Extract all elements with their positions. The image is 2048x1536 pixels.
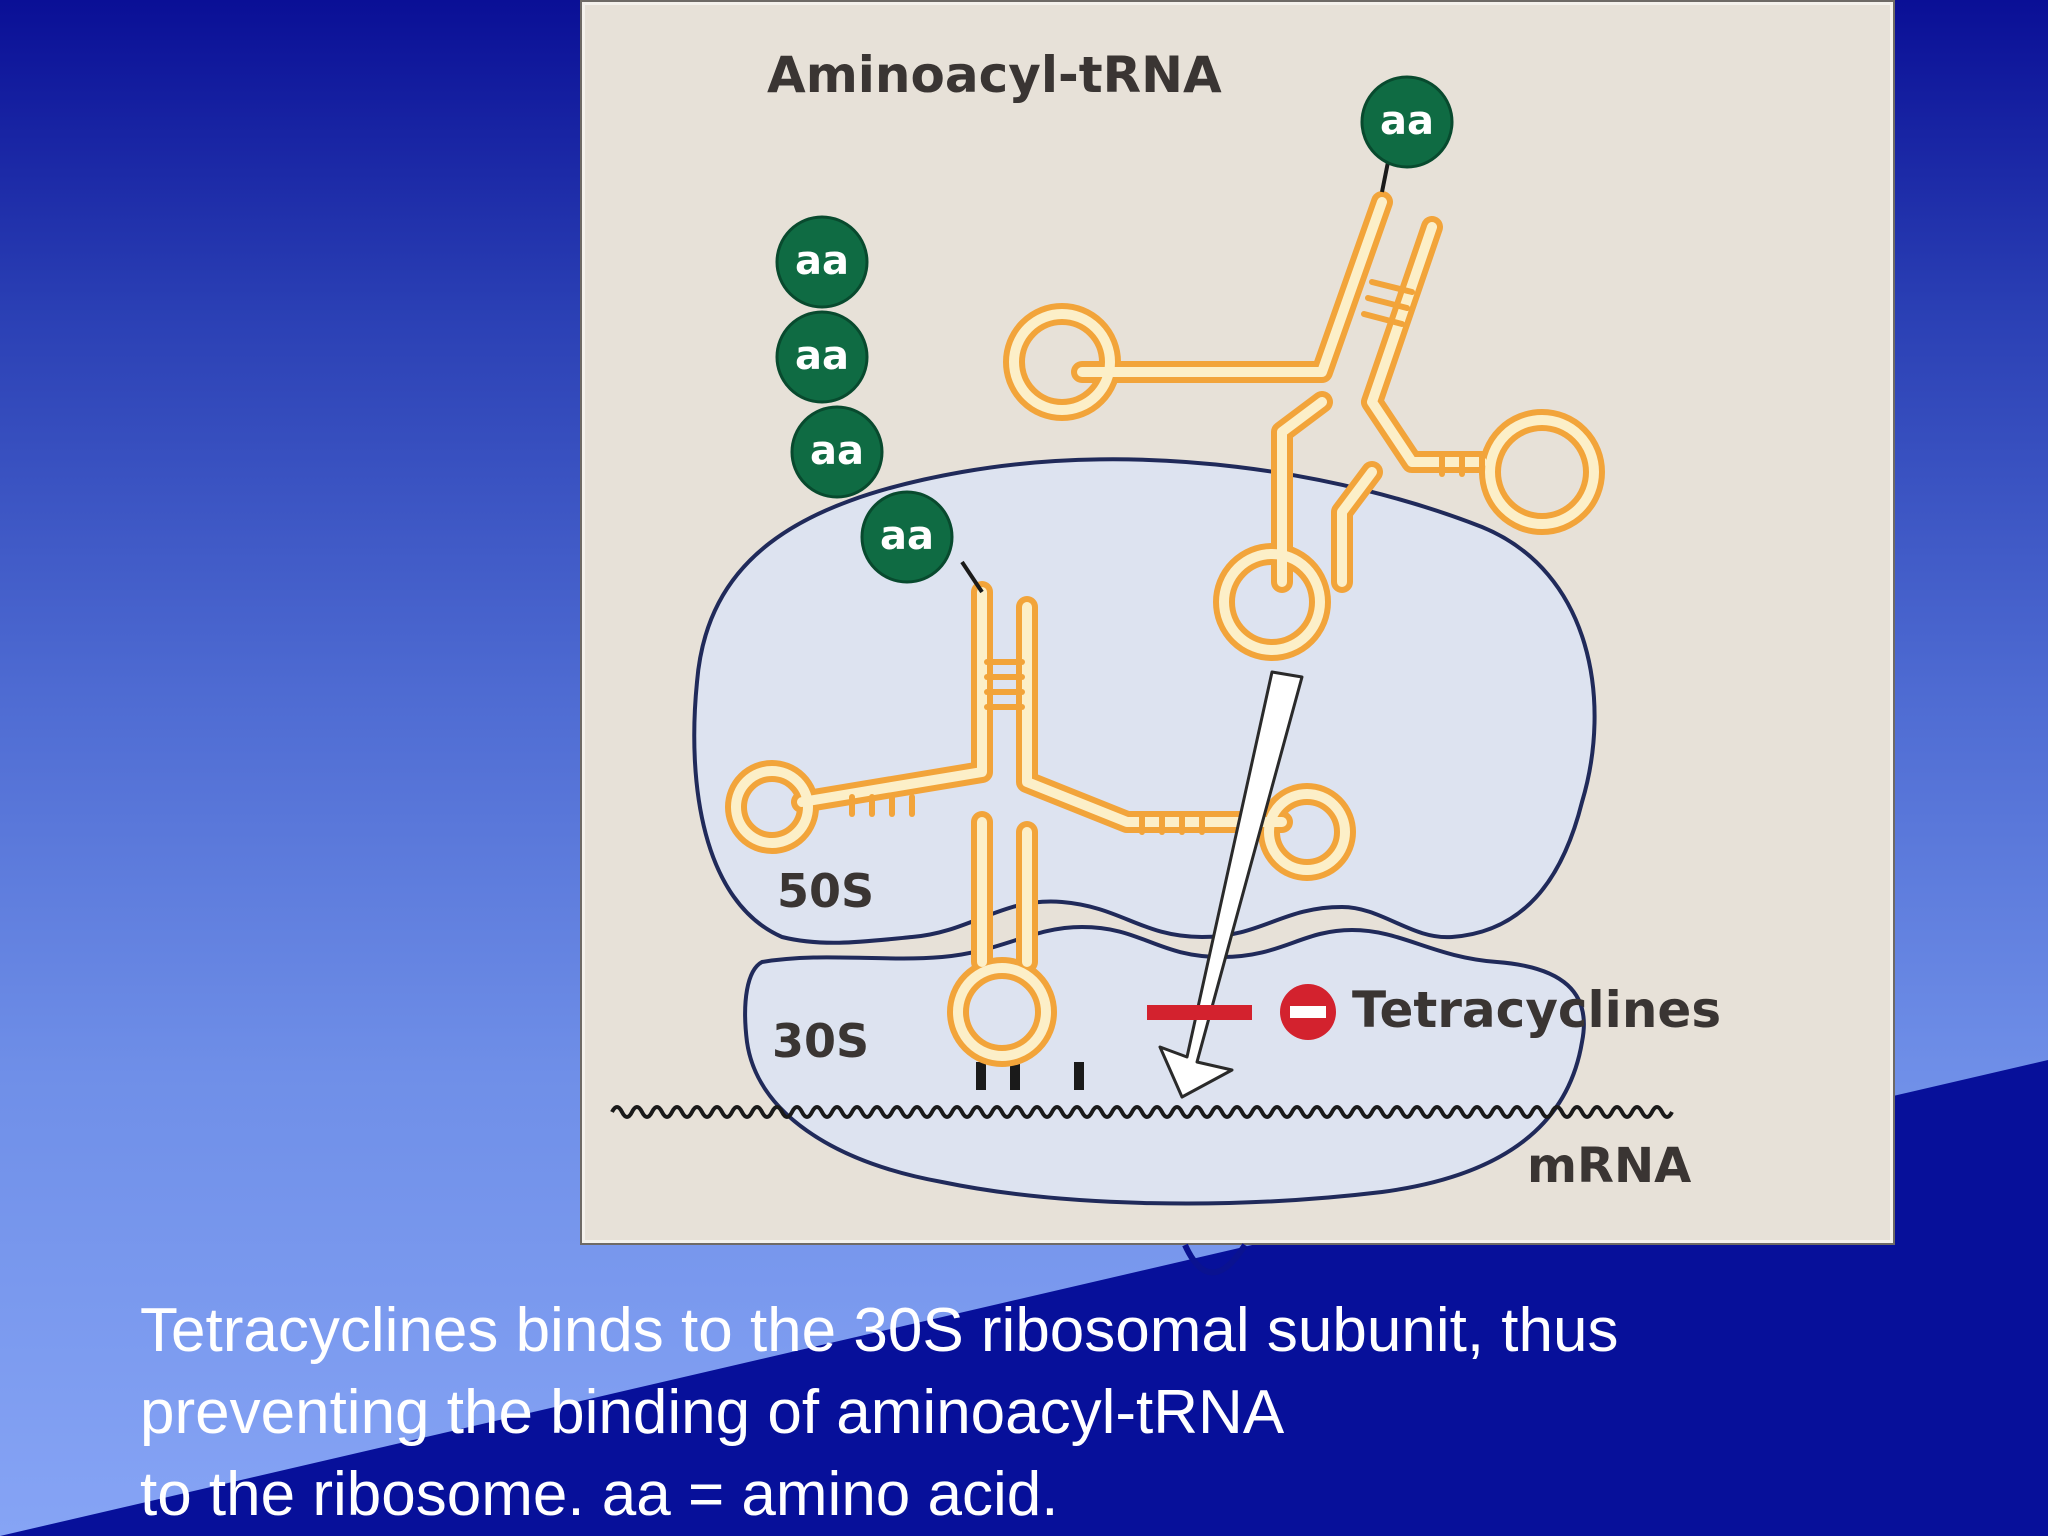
ribosome-30s [743, 924, 1586, 1206]
svg-text:aa: aa [1380, 98, 1434, 144]
amino-acid: aa [1360, 75, 1454, 169]
codon-marks [976, 1062, 1084, 1090]
svg-text:aa: aa [810, 428, 864, 474]
label-tetracyclines: Tetracyclines [1352, 981, 1721, 1039]
decorative-arc [1182, 1243, 1248, 1276]
inhibition-bar [1147, 1005, 1252, 1020]
label-50s: 50S [777, 864, 874, 918]
caption: Tetracyclines binds to the 30S ribosomal… [140, 1290, 1940, 1536]
label-mrna: mRNA [1527, 1138, 1691, 1194]
amino-acid: aa [775, 310, 869, 404]
svg-text:aa: aa [795, 238, 849, 284]
amino-acid: aa [790, 405, 884, 499]
amino-acid: aa [860, 490, 954, 584]
trna-bound [725, 581, 1356, 1067]
mrna-strand [610, 1105, 1674, 1119]
figure-panel: aa aa aa aa aa A [580, 0, 1895, 1245]
trna-incoming [1003, 191, 1605, 661]
label-30s: 30S [772, 1014, 869, 1068]
caption-line-2: preventing the binding of aminoacyl-tRNA [140, 1378, 1285, 1447]
caption-line-3: to the ribosome. aa = amino acid. [140, 1460, 1059, 1529]
tetracycline-diagram: aa aa aa aa aa A [610, 46, 1721, 1206]
binding-arrow [1158, 670, 1304, 1099]
inhibitor-icon [1280, 984, 1336, 1040]
diagram-title: Aminoacyl-tRNA [767, 46, 1222, 104]
svg-text:aa: aa [880, 513, 934, 559]
amino-acid: aa [775, 215, 869, 309]
amino-acid-chain: aa aa aa aa [775, 215, 954, 584]
svg-text:aa: aa [795, 333, 849, 379]
caption-line-1: Tetracyclines binds to the 30S ribosomal… [140, 1296, 1619, 1365]
